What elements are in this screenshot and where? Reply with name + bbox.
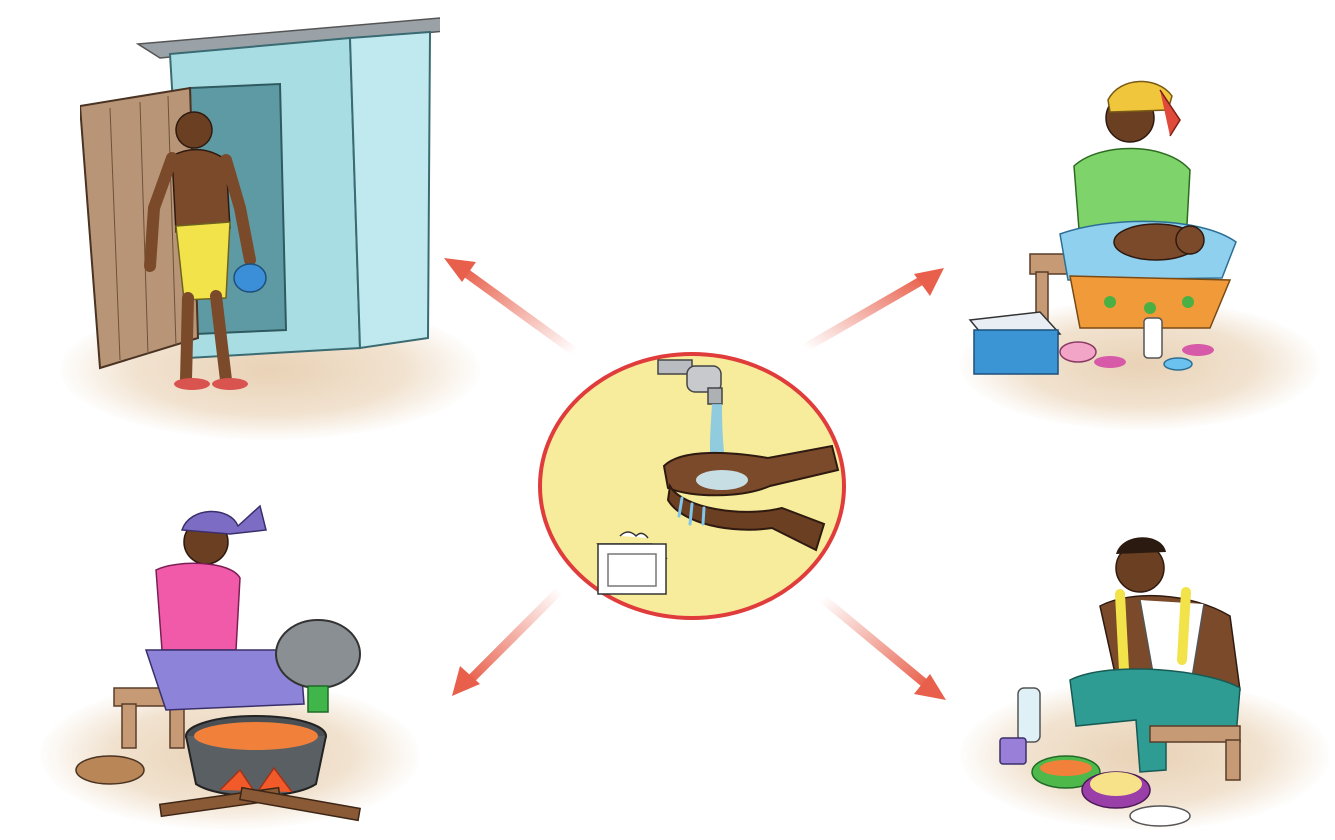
faucet-icon <box>657 359 723 405</box>
cooking-pot-icon <box>75 504 361 822</box>
arrow-top-right <box>802 268 944 352</box>
basin-icon <box>968 311 1062 375</box>
hand-washing-icon <box>538 352 846 620</box>
soap-box-icon <box>596 531 668 595</box>
latrine-icon <box>80 17 440 390</box>
diaper-change-icon <box>968 80 1237 375</box>
eating-meal-icon <box>999 537 1241 827</box>
hands-icon <box>662 444 840 552</box>
man-figure <box>144 111 267 390</box>
arrow-bottom-left <box>452 586 564 696</box>
arrow-bottom-right <box>819 594 946 700</box>
arrow-top-left <box>444 258 578 356</box>
